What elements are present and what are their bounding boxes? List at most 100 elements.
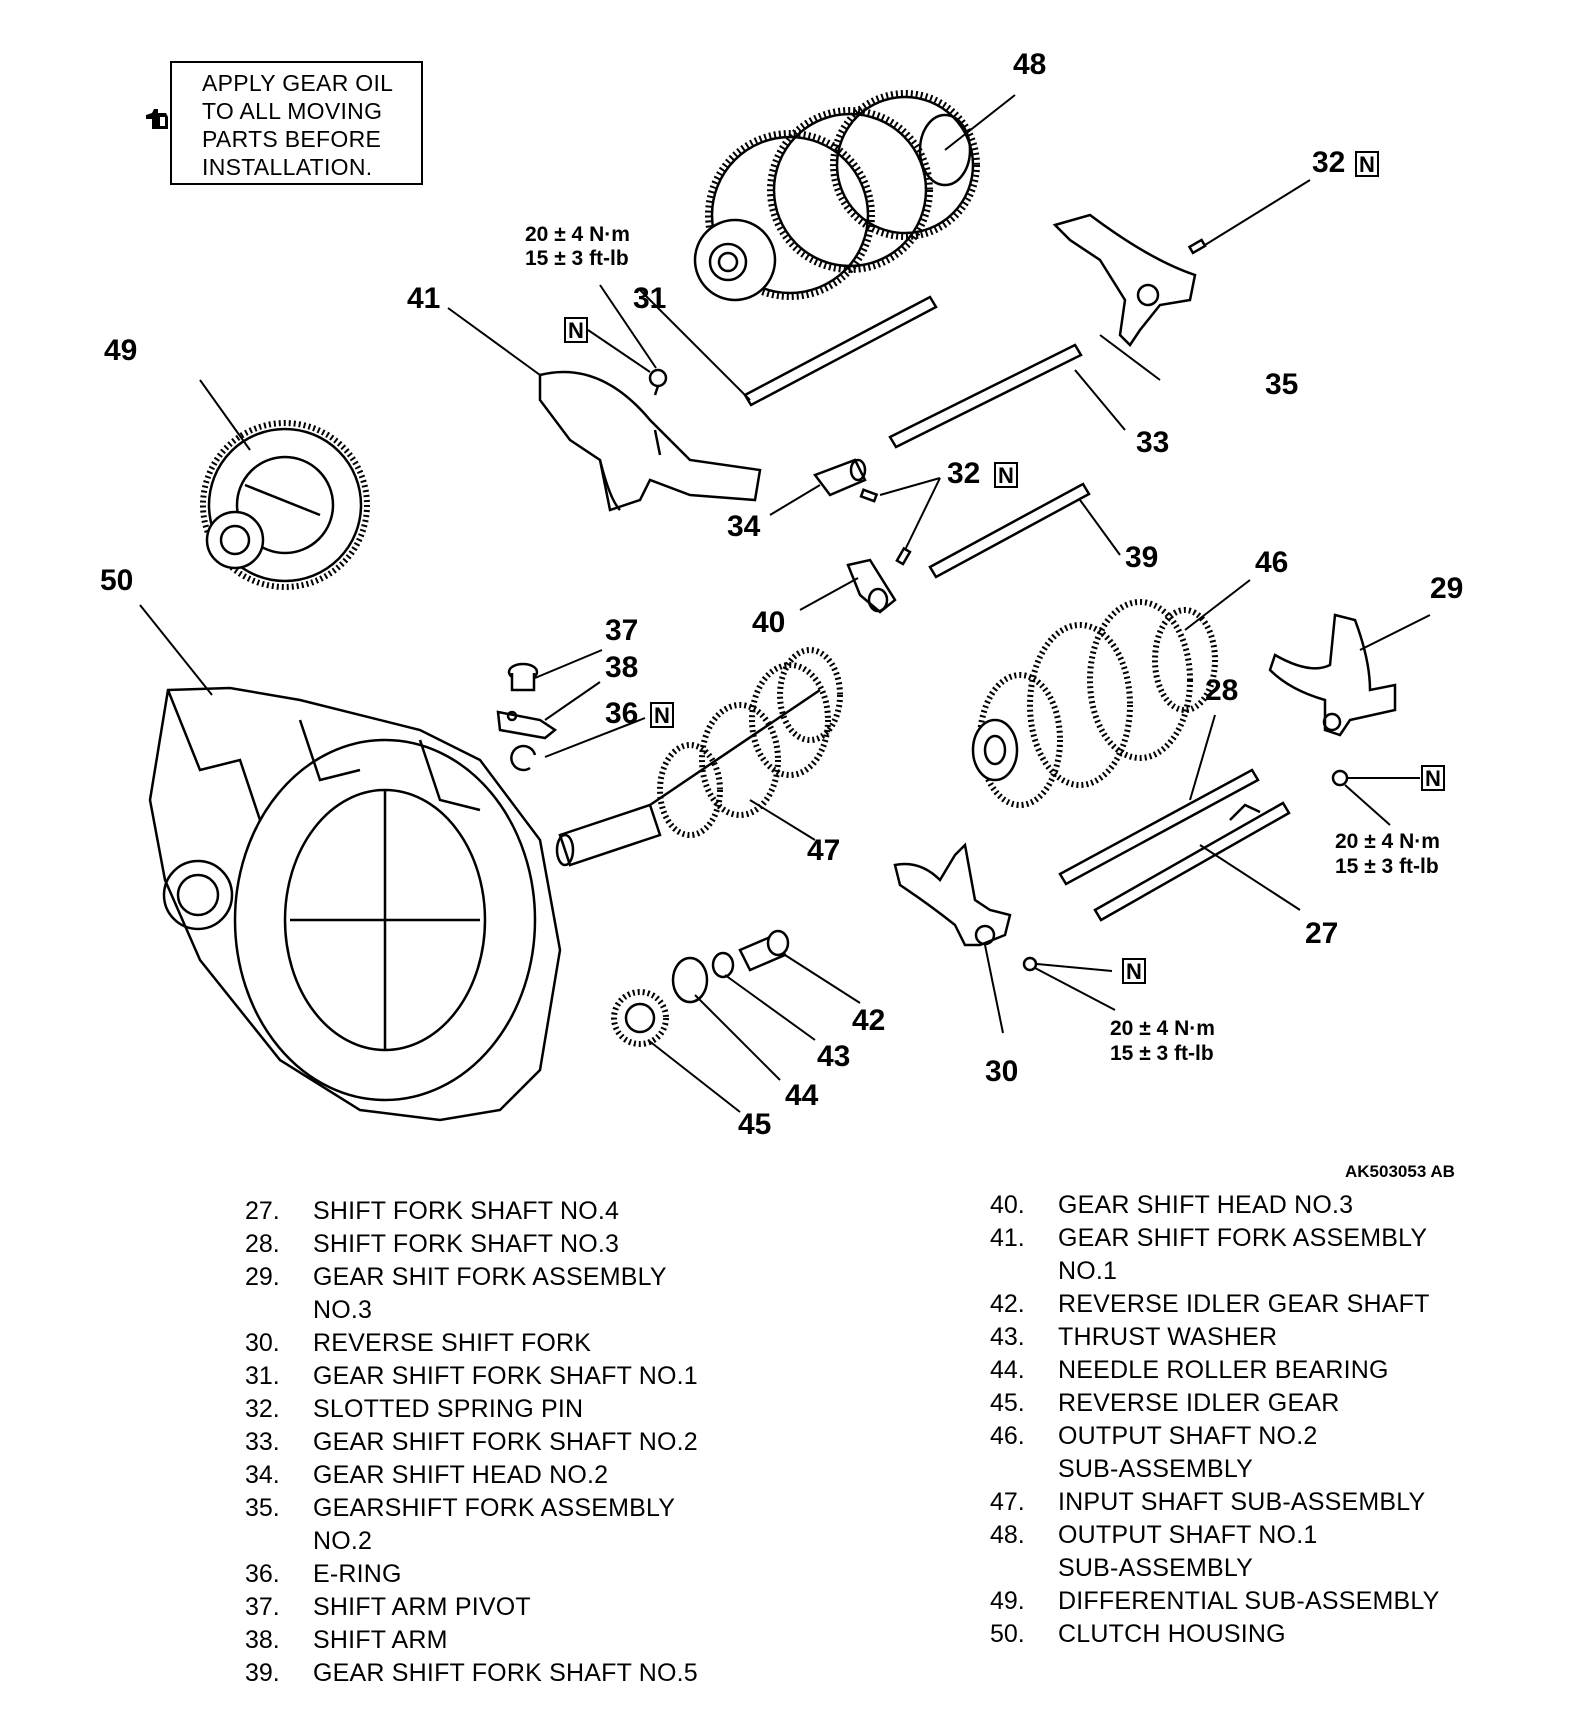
- legend-item: 33.GEAR SHIFT FORK SHAFT NO.2: [245, 1426, 845, 1459]
- callout-49: 49: [104, 334, 137, 367]
- new-part-mark: N: [994, 462, 1018, 488]
- clutch-housing: [148, 686, 562, 1122]
- legend-number: 41.: [990, 1224, 1025, 1252]
- shift-arm-parts: [496, 662, 558, 772]
- legend-label: DIFFERENTIAL SUB-ASSEMBLY: [1058, 1587, 1440, 1615]
- callout-41: 41: [407, 282, 440, 315]
- new-part-mark: N: [650, 702, 674, 728]
- callout-28: 28: [1205, 674, 1238, 707]
- legend-item: 47.INPUT SHAFT SUB-ASSEMBLY: [990, 1486, 1580, 1519]
- legend-label: REVERSE IDLER GEAR: [1058, 1389, 1340, 1417]
- legend-item: 32. SLOTTED SPRING PIN: [245, 1393, 845, 1426]
- callout-29: 29: [1430, 572, 1463, 605]
- legend-item: 37.SHIFT ARM PIVOT: [245, 1591, 845, 1624]
- callout-38: 38: [605, 651, 638, 684]
- legend-item: 29.GEAR SHIT FORK ASSEMBLY NO.3: [245, 1261, 845, 1327]
- legend-label: OUTPUT SHAFT NO.1 SUB-ASSEMBLY: [1058, 1521, 1318, 1582]
- legend-number: 31.: [245, 1362, 280, 1390]
- callout-labels: 48 32 35 31 33 41 49 34 32 39 46 29 50 4…: [100, 48, 1463, 1141]
- legend-label: GEARSHIFT FORK ASSEMBLY NO.2: [313, 1494, 676, 1555]
- legend-item: 27. SHIFT FORK SHAFT NO.4: [245, 1195, 845, 1228]
- callout-34: 34: [727, 510, 761, 543]
- legend-number: 37.: [245, 1593, 280, 1621]
- callout-39: 39: [1125, 541, 1158, 574]
- legend-label: NEEDLE ROLLER BEARING: [1058, 1356, 1389, 1384]
- legend-label: SHIFT FORK SHAFT NO.4: [313, 1197, 620, 1225]
- legend-item: 50.CLUTCH HOUSING: [990, 1618, 1580, 1651]
- callout-42: 42: [852, 1004, 885, 1037]
- gearshift-fork-no2: [1052, 213, 1197, 347]
- legend-label: GEAR SHIFT FORK SHAFT NO.5: [313, 1659, 698, 1687]
- legend-item: 42. REVERSE IDLER GEAR SHAFT: [990, 1288, 1580, 1321]
- legend-label: SLOTTED SPRING PIN: [313, 1395, 584, 1423]
- torque-ftlb: 15 ± 3 ft-lb: [525, 247, 629, 270]
- callout-47: 47: [807, 834, 840, 867]
- callout-50: 50: [100, 564, 133, 597]
- torque-ftlb: 15 ± 3 ft-lb: [1110, 1042, 1214, 1065]
- legend-label: SHIFT ARM: [313, 1626, 448, 1654]
- reverse-shift-fork: [893, 842, 1038, 972]
- reverse-idler-parts: [611, 929, 790, 1047]
- legend-item: 40. GEAR SHIFT HEAD NO.3: [990, 1189, 1580, 1222]
- legend-label: GEAR SHIFT FORK ASSEMBLY NO.1: [1058, 1224, 1428, 1285]
- legend-item: 48.OUTPUT SHAFT NO.1 SUB-ASSEMBLY: [990, 1519, 1580, 1585]
- legend-label: GEAR SHIFT FORK SHAFT NO.1: [313, 1362, 698, 1390]
- callout-46: 46: [1255, 546, 1288, 579]
- legend-number: 46.: [990, 1422, 1025, 1450]
- legend-item: 30.REVERSE SHIFT FORK: [245, 1327, 845, 1360]
- bolt-fork-no1: [648, 368, 668, 396]
- legend-item: 34. GEAR SHIFT HEAD NO.2: [245, 1459, 845, 1492]
- callout-31: 31: [633, 282, 666, 315]
- exploded-diagram: 48 32 35 31 33 41 49 34 32 39 46 29 50 4…: [100, 48, 1463, 1141]
- callout-30: 30: [985, 1055, 1018, 1088]
- gear-shift-head-no3: [846, 558, 897, 614]
- legend-item: 35. GEARSHIFT FORK ASSEMBLY NO.2: [245, 1492, 845, 1558]
- legend-number: 45.: [990, 1389, 1025, 1417]
- legend-item: 45. REVERSE IDLER GEAR: [990, 1387, 1580, 1420]
- gear-shift-fork-no1: [538, 370, 762, 512]
- legend-label: GEAR SHIT FORK ASSEMBLY NO.3: [313, 1263, 667, 1324]
- callout-33: 33: [1136, 426, 1169, 459]
- callout-32-top: 32: [1312, 146, 1345, 179]
- callout-45: 45: [738, 1108, 771, 1141]
- legend-number: 49.: [990, 1587, 1025, 1615]
- legend-number: 42.: [990, 1290, 1025, 1318]
- legend-item: 31. GEAR SHIFT FORK SHAFT NO.1: [245, 1360, 845, 1393]
- legend-number: 27.: [245, 1197, 280, 1225]
- callout-35: 35: [1265, 368, 1298, 401]
- new-part-mark: N: [1421, 765, 1445, 791]
- gear-shift-fork-no3: [1268, 613, 1397, 787]
- legend-label: REVERSE IDLER GEAR SHAFT: [1058, 1290, 1430, 1318]
- legend-label: OUTPUT SHAFT NO.2 SUB-ASSEMBLY: [1058, 1422, 1318, 1483]
- callout-36: 36: [605, 697, 638, 730]
- legend-number: 32.: [245, 1395, 280, 1423]
- callout-44: 44: [785, 1079, 819, 1112]
- figure-code: AK503053 AB: [1345, 1162, 1455, 1181]
- legend-number: 34.: [245, 1461, 280, 1489]
- torque-nm: 20 ± 4 N·m: [1335, 830, 1440, 853]
- legend-number: 39.: [245, 1659, 280, 1687]
- svg-text:N: N: [1359, 152, 1375, 177]
- legend-number: 36.: [245, 1560, 280, 1588]
- legend-number: 33.: [245, 1428, 280, 1456]
- svg-text:N: N: [1425, 766, 1441, 791]
- shift-fork-shafts-lower: [1058, 768, 1291, 922]
- legend-number: 35.: [245, 1494, 280, 1522]
- output-shaft-no1: [693, 90, 980, 302]
- legend-label: GEAR SHIFT HEAD NO.3: [1058, 1191, 1354, 1219]
- new-part-mark: N: [1355, 151, 1379, 177]
- legend-item: 36.E-RING: [245, 1558, 845, 1591]
- gear-shift-head-no2: [812, 458, 867, 497]
- torque-nm: 20 ± 4 N·m: [1110, 1017, 1215, 1040]
- legend-label: GEAR SHIFT HEAD NO.2: [313, 1461, 609, 1489]
- differential-sub-assembly: [200, 420, 370, 590]
- legend-item: 39. GEAR SHIFT FORK SHAFT NO.5: [245, 1657, 845, 1690]
- slotted-spring-pins: [859, 238, 1207, 566]
- svg-text:N: N: [1126, 959, 1142, 984]
- legend-item: 46. OUTPUT SHAFT NO.2 SUB-ASSEMBLY: [990, 1420, 1580, 1486]
- legend-label: REVERSE SHIFT FORK: [313, 1329, 592, 1357]
- legend-item: 43.THRUST WASHER: [990, 1321, 1580, 1354]
- legend-number: 40.: [990, 1191, 1025, 1219]
- legend-item: 44.NEEDLE ROLLER BEARING: [990, 1354, 1580, 1387]
- legend-item: 49. DIFFERENTIAL SUB-ASSEMBLY: [990, 1585, 1580, 1618]
